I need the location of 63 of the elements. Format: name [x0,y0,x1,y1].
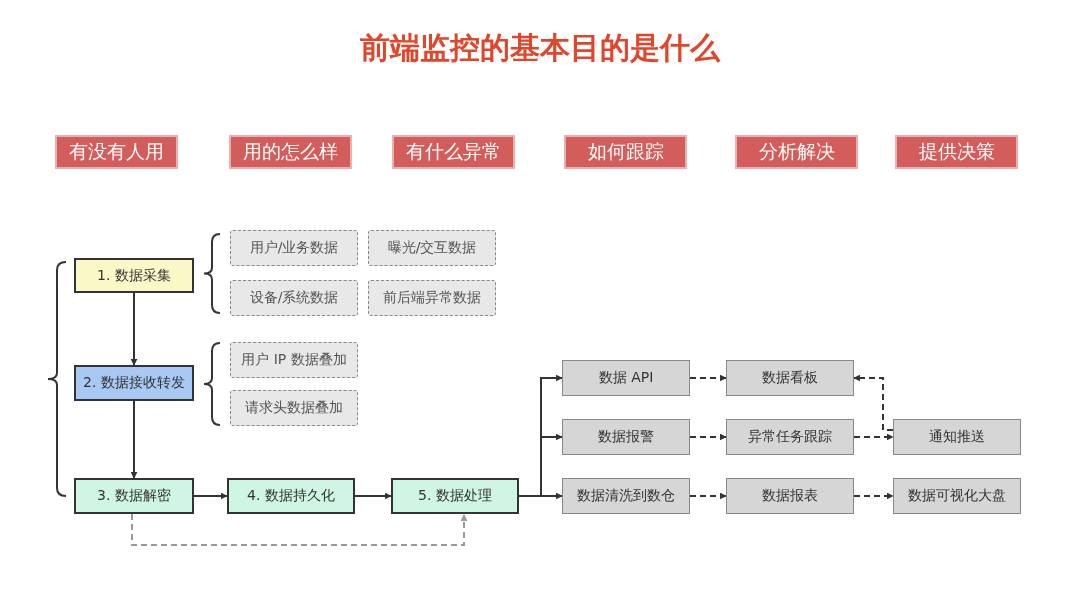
output-box [726,478,854,514]
arrow [853,492,894,500]
data-box [230,342,358,378]
box-label: 数据看板 [762,369,818,387]
output-box [726,419,854,455]
box-label: 用户 IP 数据叠加 [241,351,347,369]
box-label: 数据报表 [762,487,818,505]
data-box [230,280,358,316]
process-box [227,478,355,514]
output-box [726,360,854,396]
arrow [131,513,468,546]
process-box [74,258,194,293]
box-label: 数据报警 [598,428,654,446]
goal-box [392,135,515,169]
box-label: 曝光/交互数据 [387,239,477,257]
goal-box [229,135,352,169]
data-box [230,230,358,266]
process-box [391,478,519,514]
box-label: 数据清洗到数仓 [577,487,675,505]
box-label: 分析解决 [758,139,835,164]
goal-box [735,135,858,169]
output-box [562,360,690,396]
box-label: 通知推送 [929,428,985,446]
box-label: 数据 API [598,369,654,387]
box-label: 5. 数据处理 [418,487,492,505]
box-label: 用户/业务数据 [249,239,339,257]
box-label: 1. 数据采集 [97,266,171,285]
box-label: 请求头数据叠加 [245,399,343,417]
data-box [230,390,358,426]
box-label: 有什么异常 [406,139,501,164]
arrow [689,433,727,441]
output-box [893,419,1021,455]
arrow [193,492,228,500]
arrow [130,400,138,479]
box-label: 如何跟踪 [587,139,664,164]
arrow [354,492,392,500]
box-label: 3. 数据解密 [97,487,171,505]
arrow [130,292,138,366]
title: 前端监控的基本目的是什么 [359,29,722,67]
goal-box [564,135,687,169]
box-label: 前后端异常数据 [383,289,481,307]
arrow [689,492,727,500]
arrow [853,433,894,441]
arrow [853,374,894,431]
output-box [562,478,690,514]
arrow [689,374,727,382]
box-label: 用的怎么样 [243,139,338,164]
box-label: 4. 数据持久化 [247,487,335,505]
output-box [893,478,1021,514]
box-label: 设备/系统数据 [249,289,339,307]
arrow [518,492,563,500]
box-label: 有没有人用 [69,139,164,164]
goal-box [895,135,1018,169]
data-box [368,230,496,266]
box-label: 2. 数据接收转发 [83,374,185,392]
box-label: 提供决策 [918,139,995,164]
box-label: 数据可视化大盘 [908,487,1006,505]
box-label: 异常任务跟踪 [748,428,832,446]
process-box [74,365,194,401]
goal-box [55,135,178,169]
output-box [562,419,690,455]
data-box [368,280,496,316]
process-box [74,478,194,514]
